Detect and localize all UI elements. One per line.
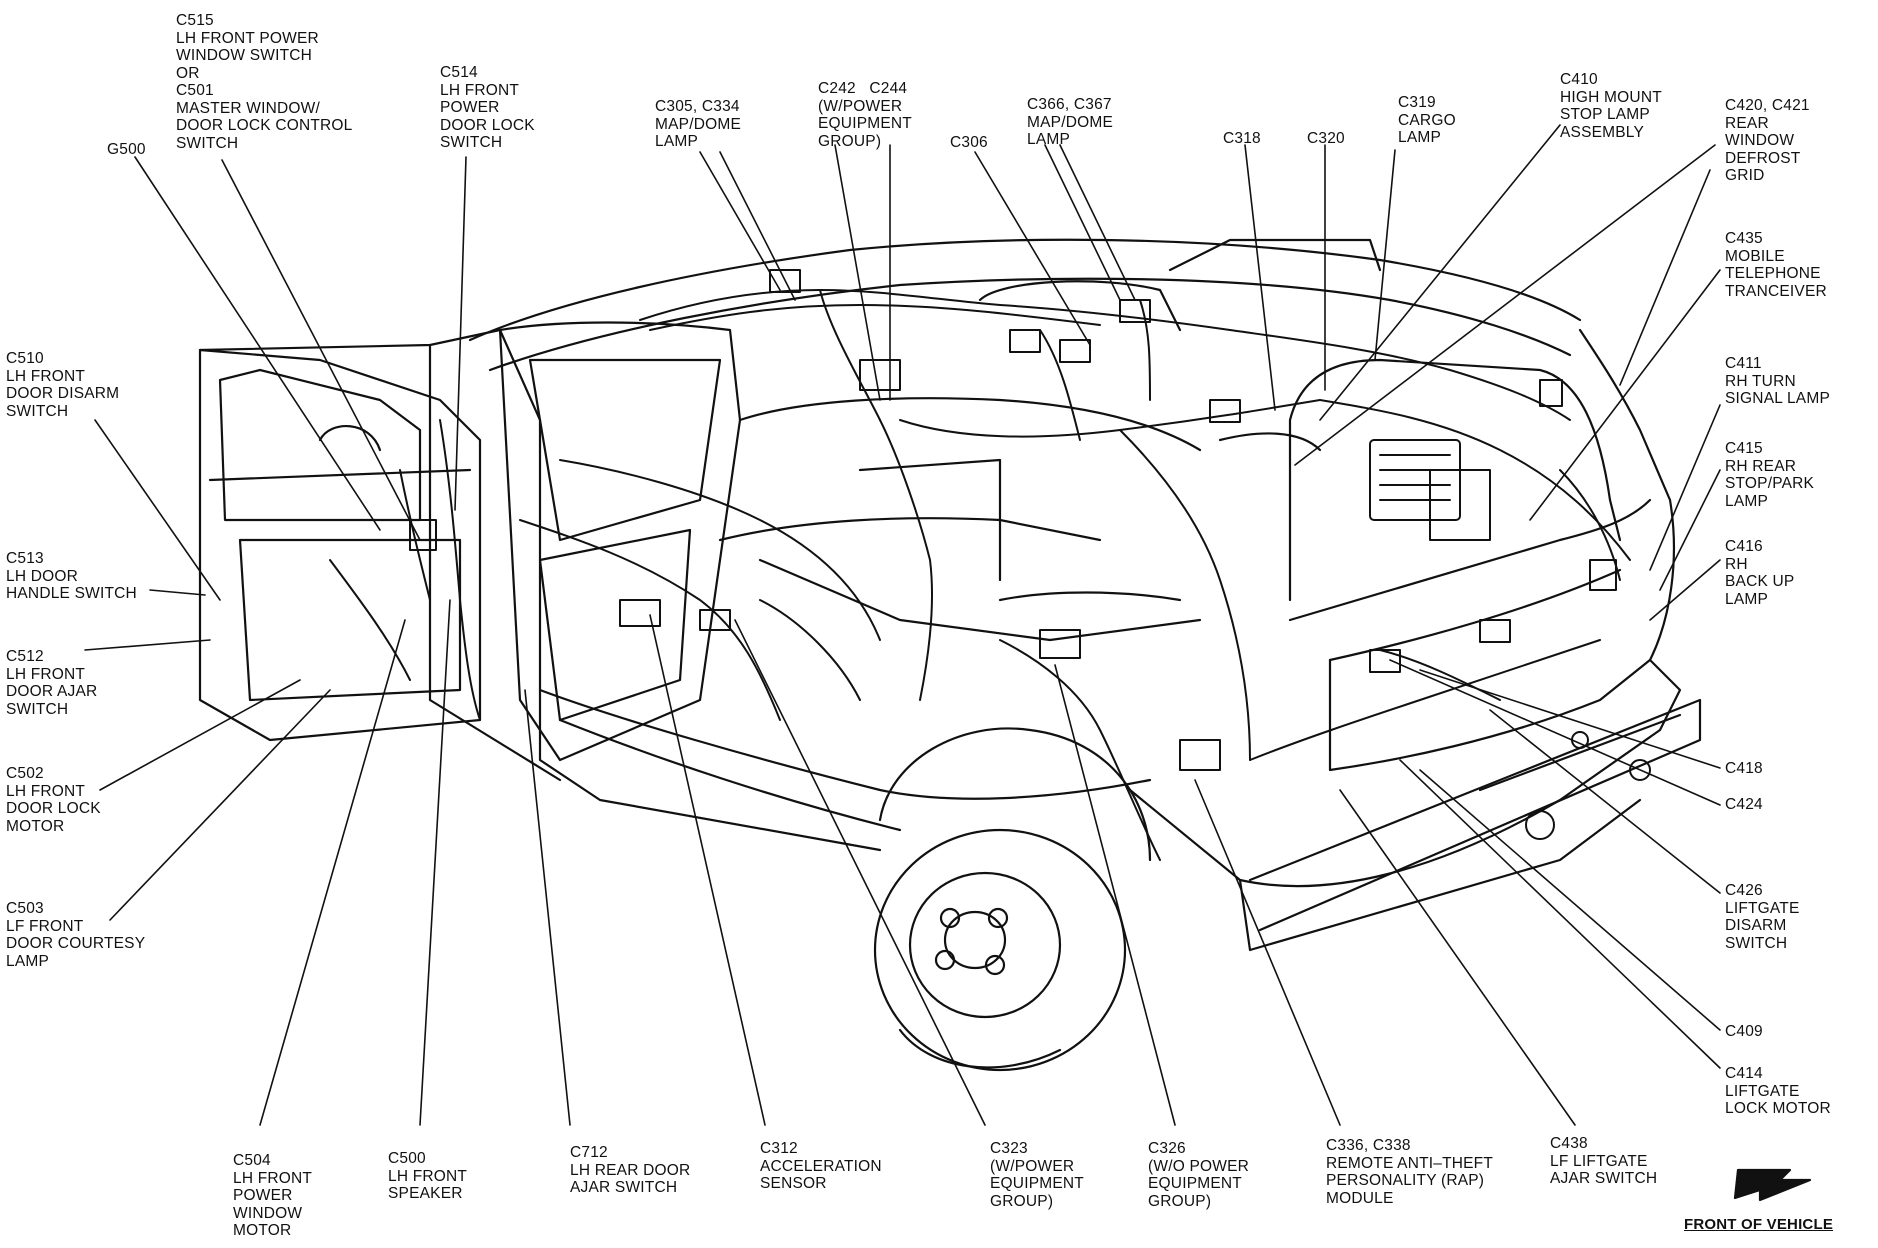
label-g500: G500 <box>107 141 146 158</box>
label-c319: C319 CARGO LAMP <box>1398 94 1456 146</box>
label-c500: C500 LH FRONT SPEAKER <box>388 1150 468 1202</box>
label-c504: C504 LH FRONT POWER WINDOW MOTOR <box>233 1152 313 1239</box>
label-c306: C306 <box>950 134 988 151</box>
label-c415: C415 RH REAR STOP/PARK LAMP <box>1725 440 1815 510</box>
label-c416: C416 RH BACK UP LAMP <box>1725 538 1795 608</box>
lh-front-door <box>198 348 482 742</box>
label-c426: C426 LIFTGATE DISARM SWITCH <box>1725 882 1800 952</box>
label-c513: C513 LH DOOR HANDLE SWITCH <box>6 550 137 602</box>
label-c514: C514 LH FRONT POWER DOOR LOCK SWITCH <box>440 64 535 151</box>
label-c515: C515 LH FRONT POWER WINDOW SWITCH OR C50… <box>176 12 353 152</box>
label-c435: C435 MOBILE TELEPHONE TRANCEIVER <box>1725 230 1827 300</box>
label-c320: C320 <box>1307 130 1345 147</box>
label-c420: C420, C421 REAR WINDOW DEFROST GRID <box>1725 97 1810 184</box>
label-c512: C512 LH FRONT DOOR AJAR SWITCH <box>6 648 98 718</box>
components <box>409 269 1651 840</box>
front-of-vehicle-label: FRONT OF VEHICLE <box>1684 1216 1834 1233</box>
label-c305: C305, C334 MAP/DOME LAMP <box>655 98 741 150</box>
label-c411: C411 RH TURN SIGNAL LAMP <box>1725 355 1830 407</box>
wiring-harness <box>329 289 1631 861</box>
label-c410: C410 HIGH MOUNT STOP LAMP ASSEMBLY <box>1560 71 1662 141</box>
label-c336: C336, C338 REMOTE ANTI–THEFT PERSONALITY… <box>1326 1137 1494 1207</box>
label-c318: C318 <box>1223 130 1261 147</box>
label-c414: C414 LIFTGATE LOCK MOTOR <box>1725 1065 1831 1117</box>
label-c424: C424 <box>1725 796 1763 813</box>
interior <box>718 238 1382 642</box>
label-c242: C242 C244 (W/POWER EQUIPMENT GROUP) <box>818 80 912 150</box>
leader-lines <box>84 124 1721 1126</box>
label-c712: C712 LH REAR DOOR AJAR SWITCH <box>570 1144 691 1196</box>
lh-rear-door <box>498 321 742 762</box>
label-c366: C366, C367 MAP/DOME LAMP <box>1027 96 1113 148</box>
label-c418: C418 <box>1725 760 1763 777</box>
vehicle-body <box>198 238 1702 1072</box>
label-c502: C502 LH FRONT DOOR LOCK MOTOR <box>6 765 101 835</box>
label-c323: C323 (W/POWER EQUIPMENT GROUP) <box>990 1140 1084 1210</box>
label-c510: C510 LH FRONT DOOR DISARM SWITCH <box>6 350 120 420</box>
front-of-vehicle-arrow-icon <box>1733 1168 1812 1202</box>
label-c326: C326 (W/O POWER EQUIPMENT GROUP) <box>1148 1140 1250 1210</box>
label-c409: C409 <box>1725 1023 1763 1040</box>
label-c503: C503 LF FRONT DOOR COURTESY LAMP <box>6 900 146 970</box>
label-c438: C438 LF LIFTGATE AJAR SWITCH <box>1550 1135 1658 1187</box>
label-c312: C312 ACCELERATION SENSOR <box>760 1140 882 1192</box>
